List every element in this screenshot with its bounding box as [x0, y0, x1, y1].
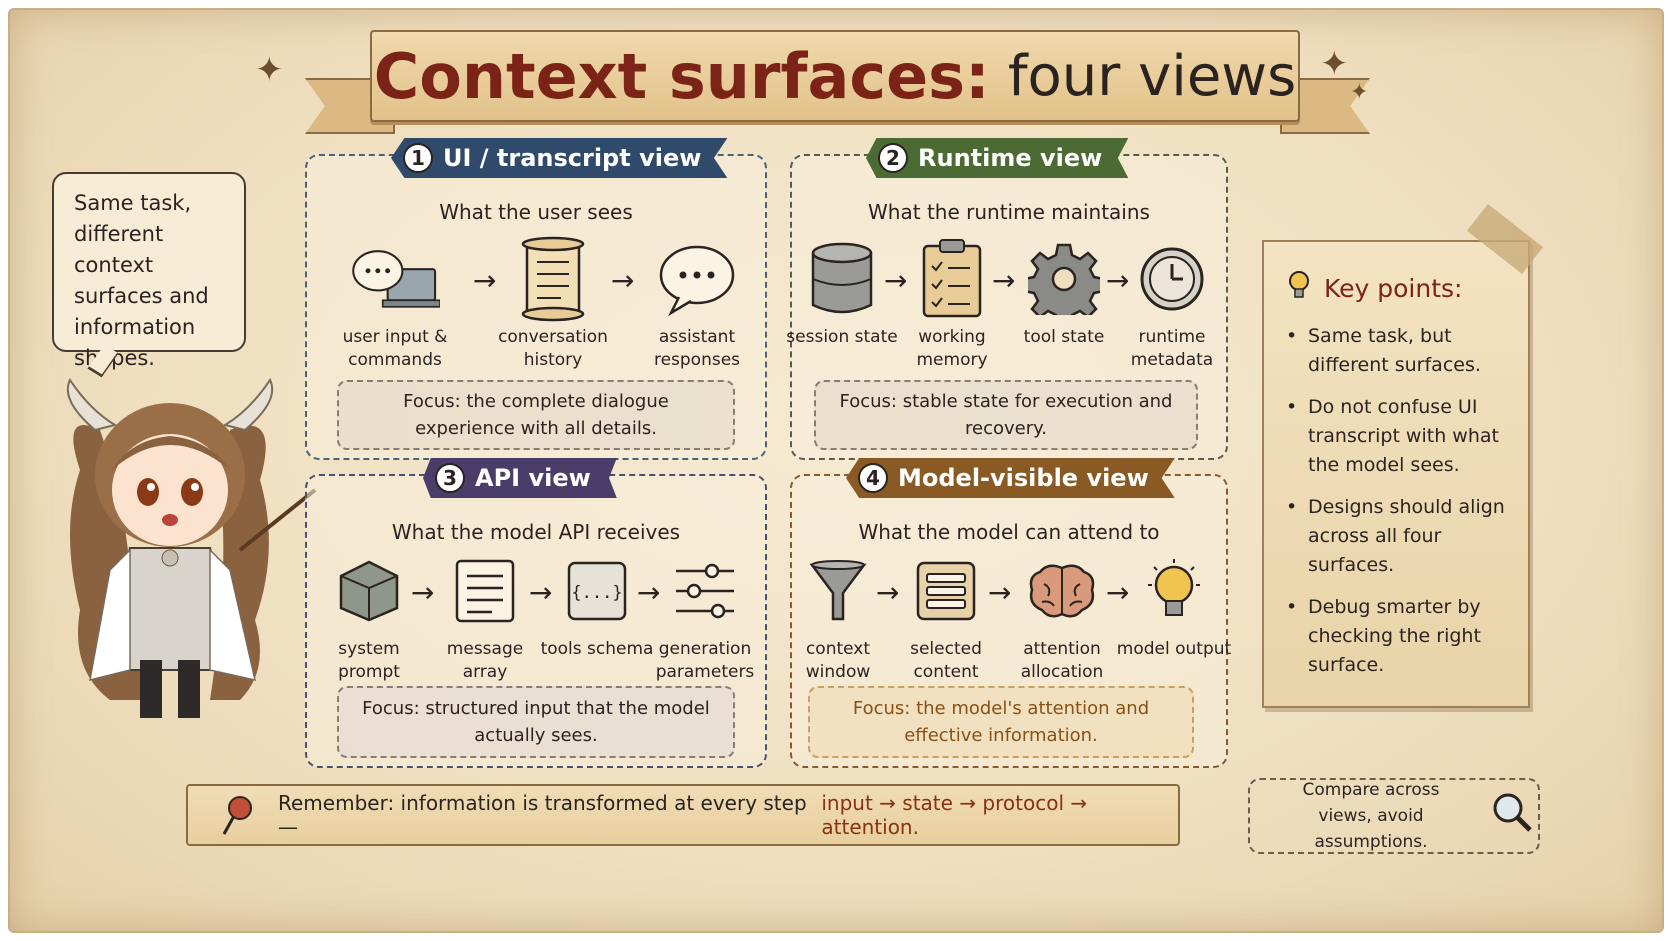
sliders-icon: [660, 546, 750, 636]
panel-runtime-view: 2 Runtime view What the runtime maintain…: [786, 138, 1228, 460]
panel-tag: 2 Runtime view: [866, 138, 1129, 178]
arrow-right-icon: →: [884, 264, 908, 297]
key-points-title: Key points:: [1284, 268, 1508, 308]
bubble-text: Same task, different context surfaces an…: [74, 191, 209, 370]
panel-number: 1: [403, 143, 433, 173]
arrow-right-icon: →: [1106, 576, 1130, 609]
item-generation-parameters: generation parameters: [645, 546, 765, 684]
remember-banner: Remember: information is transformed at …: [186, 784, 1180, 846]
key-points-card: Key points: Same task, but different sur…: [1262, 240, 1530, 708]
panel-subtitle: What the model API receives: [391, 520, 681, 544]
arrow-right-icon: →: [473, 264, 497, 297]
item-assistant-responses: assistant responses: [637, 234, 757, 372]
compare-note: Compare across views, avoid assumptions.: [1248, 778, 1540, 854]
panel-title: API view: [475, 464, 591, 492]
chat-laptop-icon: [350, 234, 440, 324]
lightbulb-icon: [1284, 268, 1314, 308]
page-subtitle: four views: [1007, 43, 1297, 109]
document-icon: [440, 546, 530, 636]
item-tools-schema: {...} tools schema: [537, 546, 657, 661]
item-working-memory: working memory: [892, 234, 1012, 372]
focus-box: Focus: the model's attention and effecti…: [808, 686, 1194, 758]
pushpin-icon: [218, 794, 258, 843]
clipboard-icon: [907, 234, 997, 324]
panel-number: 4: [858, 463, 888, 493]
list-item: Debug smarter by checking the right surf…: [1284, 593, 1508, 680]
item-selected-content: selected content: [886, 546, 1006, 684]
item-conversation-history: conversation history: [493, 234, 613, 372]
remember-flow: input → state → protocol → attention.: [821, 791, 1088, 839]
panel-title: Runtime view: [918, 144, 1103, 172]
panel-number: 2: [878, 143, 908, 173]
speech-bubble-icon: [652, 234, 742, 324]
panel-number: 3: [435, 463, 465, 493]
arrow-right-icon: →: [992, 264, 1016, 297]
item-attention-allocation: attention allocation: [1002, 546, 1122, 684]
arrow-right-icon: →: [637, 576, 661, 609]
list-item: Designs should align across all four sur…: [1284, 493, 1508, 580]
arrow-right-icon: →: [988, 576, 1012, 609]
list-item: Do not confuse UI transcript with what t…: [1284, 393, 1508, 480]
svg-text:{...}: {...}: [571, 583, 622, 603]
panel-subtitle: What the model can attend to: [858, 520, 1160, 544]
item-message-array: message array: [425, 546, 545, 684]
panel-api-view: 3 API view What the model API receives s…: [305, 458, 767, 768]
item-user-input: user input & commands: [335, 234, 455, 372]
item-session-state: session state: [782, 234, 902, 349]
arrow-right-icon: →: [529, 576, 553, 609]
arrow-right-icon: →: [876, 576, 900, 609]
braces-icon: {...}: [552, 546, 642, 636]
panel-tag: 1 UI / transcript view: [391, 138, 728, 178]
sparkle-icon: ✦: [255, 50, 284, 90]
focus-box: Focus: the complete dialogue experience …: [337, 380, 735, 450]
panel-tag: 3 API view: [423, 458, 617, 498]
panel-model-visible-view: 4 Model-visible view What the model can …: [790, 458, 1231, 768]
panel-title: UI / transcript view: [443, 144, 702, 172]
lightbulb-icon: [1129, 546, 1219, 636]
item-runtime-metadata: runtime metadata: [1112, 234, 1232, 372]
panel-ui-transcript-view: 1 UI / transcript view What the user see…: [305, 138, 767, 460]
key-points-list: Same task, but different surfaces. Do no…: [1284, 322, 1508, 680]
list-item: Same task, but different surfaces.: [1284, 322, 1508, 380]
item-tool-state: tool state: [1004, 234, 1124, 349]
speech-bubble: Same task, different context surfaces an…: [52, 172, 246, 370]
arrow-right-icon: →: [1106, 264, 1130, 297]
item-system-prompt: system prompt: [309, 546, 429, 684]
mascot-character-illustration: [66, 378, 317, 718]
funnel-icon: [793, 546, 883, 636]
sparkle-icon: ✦: [1350, 80, 1369, 105]
database-icon: [797, 234, 887, 324]
remember-text: Remember: information is transformed at …: [278, 791, 807, 839]
focus-box: Focus: stable state for execution and re…: [814, 380, 1198, 450]
title-banner: Context surfaces: four views: [370, 30, 1300, 122]
compare-text: Compare across views, avoid assumptions.: [1302, 780, 1440, 852]
page-title: Context surfaces:: [373, 39, 990, 113]
panel-title: Model-visible view: [898, 464, 1149, 492]
panel-subtitle: What the runtime maintains: [868, 200, 1150, 224]
sparkle-icon: ✦: [1320, 44, 1349, 84]
panel-subtitle: What the user sees: [439, 200, 633, 224]
gear-icon: [1019, 234, 1109, 324]
brain-icon: [1017, 546, 1107, 636]
panel-tag: 4 Model-visible view: [846, 458, 1175, 498]
arrow-right-icon: →: [411, 576, 435, 609]
list-card-icon: [901, 546, 991, 636]
cube-icon: [324, 546, 414, 636]
focus-box: Focus: structured input that the model a…: [337, 686, 735, 758]
magnifier-icon: [1490, 790, 1534, 842]
clock-icon: [1127, 234, 1217, 324]
arrow-right-icon: →: [611, 264, 635, 297]
item-context-window: context window: [778, 546, 898, 684]
item-model-output: model output: [1114, 546, 1234, 661]
scroll-icon: [508, 234, 598, 324]
